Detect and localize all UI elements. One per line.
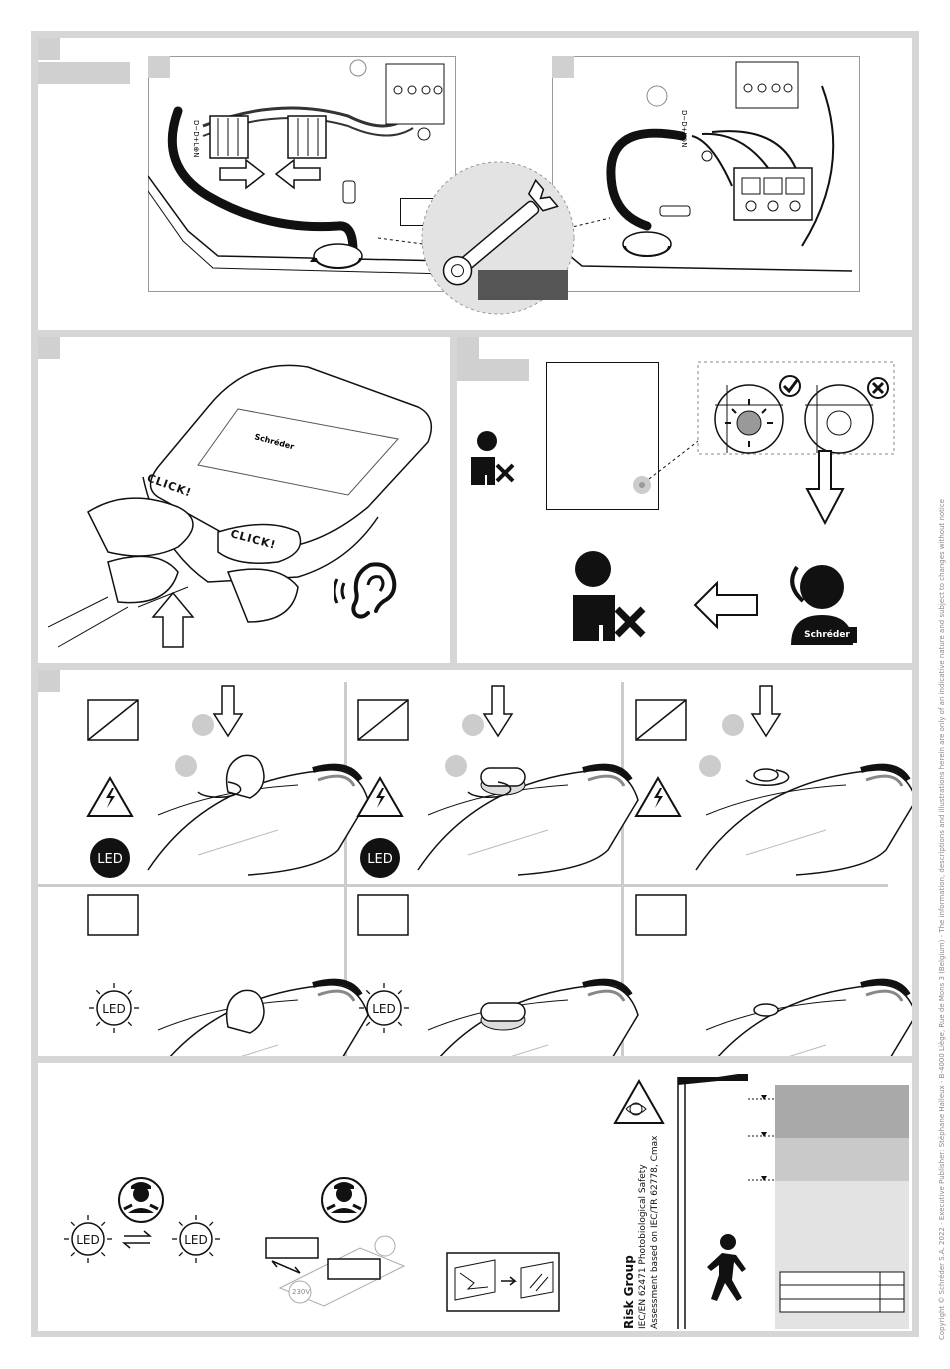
- maintenance-person-icon: [118, 1177, 164, 1223]
- dark-label-box: [478, 270, 568, 300]
- result-step-3: [635, 894, 912, 1056]
- risk-line-2: Assessment based on IEC/TR 62778, Cmax: [650, 1135, 660, 1329]
- result-step-1: LED: [87, 894, 369, 1056]
- led-dark-label: LED: [367, 852, 392, 867]
- section-maintenance: LED LED 230: [38, 1063, 912, 1331]
- pedestrian-icon: [707, 1234, 746, 1301]
- led-icon: LED: [64, 1215, 112, 1263]
- led-swap-label: LED: [76, 1233, 100, 1247]
- cross-icon: [867, 377, 889, 399]
- check-icon: [779, 375, 801, 397]
- led-swap-label: LED: [184, 1233, 208, 1247]
- maintenance-person-icon: [321, 1177, 367, 1223]
- grid-divider-h: [38, 884, 888, 887]
- electrician-icon-large: [573, 551, 646, 641]
- voltage-label: 230V: [292, 1288, 311, 1296]
- led-dark-label: LED: [97, 852, 122, 867]
- section-closing: Schréder CLICK! CLICK!: [38, 337, 450, 663]
- wiring-drawing-left: D−D+L⊕N: [148, 56, 456, 292]
- install-step-2: LED: [356, 685, 639, 878]
- grid-divider-v2: [621, 682, 624, 1056]
- support-phone-icon: [790, 565, 857, 645]
- led-light-label: LED: [102, 1002, 126, 1016]
- electrician-icon-small: [471, 431, 515, 485]
- led-light-label: LED: [372, 1002, 396, 1016]
- result-step-2: LED: [357, 894, 639, 1056]
- risk-group-title: Risk Group: [622, 1255, 636, 1329]
- section-tag-corner: [38, 670, 60, 692]
- svg-text:D−D+L⊕N: D−D+L⊕N: [192, 120, 200, 158]
- wrench-icon: [442, 178, 559, 286]
- section-tag: [38, 62, 130, 84]
- section-wiring: D−D+L⊕N D−D+L⊕N: [38, 38, 912, 330]
- maintenance-drawing: LED LED: [64, 1074, 909, 1329]
- section-inspection: Schréder: [457, 337, 912, 663]
- section-tag: [457, 359, 529, 381]
- grid-divider-v1: [344, 682, 347, 1056]
- eye-hazard-icon: [613, 1078, 665, 1124]
- svg-text:D−D+L⊕N: D−D+L⊕N: [680, 110, 688, 148]
- section-tag-corner: [38, 337, 60, 359]
- copyright-note: Copyright © Schréder S.A. 2022 - Executi…: [938, 498, 946, 1340]
- install-step-3: [634, 685, 912, 876]
- schreder-badge: Schréder: [804, 630, 850, 640]
- install-step-1: LED: [86, 685, 369, 878]
- product-sheet: [546, 362, 659, 510]
- six-panel-drawings: LED LED LED LED: [86, 685, 912, 1056]
- risk-line-1: IEC/EN 62471 Photobiological Safety: [638, 1164, 648, 1329]
- luminaire-closing-drawing: Schréder: [48, 364, 433, 648]
- section-led-install: LED LED LED LED: [38, 670, 912, 1056]
- section-tag-corner: [457, 337, 479, 359]
- ear-icon: [334, 562, 397, 619]
- led-icon: LED: [172, 1215, 220, 1263]
- inspection-drawing: [471, 361, 895, 645]
- section-tag-corner: [38, 38, 60, 60]
- wiring-drawing-right: D−D+L⊕N: [552, 56, 860, 292]
